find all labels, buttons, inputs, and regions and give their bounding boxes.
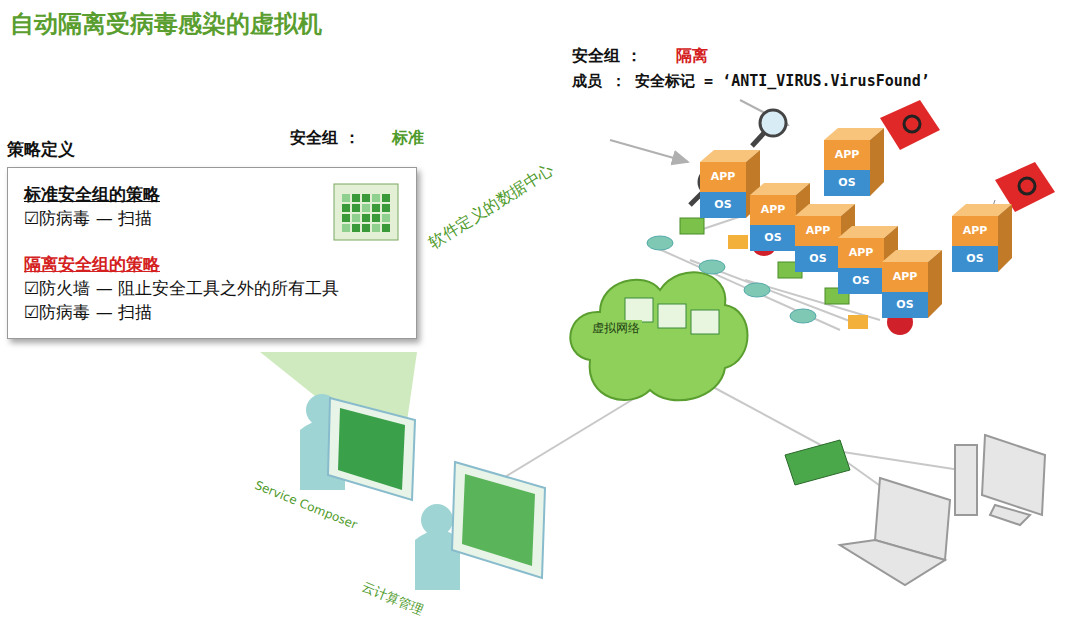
- icon-cell: [352, 214, 360, 222]
- vm-app: [952, 216, 998, 246]
- label: 安全组 ：: [290, 128, 360, 149]
- policy-icon: [330, 180, 402, 244]
- cloud-node: 虚拟网络: [560, 250, 755, 415]
- laptop: [840, 478, 950, 585]
- virus-tag: [872, 100, 1055, 215]
- label: 软件定义的数据中心: [425, 160, 558, 254]
- icon-cell: [362, 214, 370, 222]
- icon-cell: [342, 204, 350, 212]
- app-label: APP: [824, 148, 870, 161]
- cloud-label: 虚拟网络: [590, 320, 642, 337]
- cloud-outline: [570, 272, 747, 400]
- vm-app: [700, 162, 746, 192]
- os-label: OS: [750, 231, 796, 244]
- cloud-icon: [691, 310, 719, 334]
- policy-heading: 标准安全组的策略: [24, 182, 400, 206]
- app-label: APP: [952, 224, 998, 237]
- app-label: APP: [838, 246, 884, 259]
- vm-os: [882, 292, 928, 318]
- vm-box: APP OS: [795, 216, 841, 272]
- app-label: APP: [795, 224, 841, 237]
- os-label: OS: [824, 176, 870, 189]
- vm-app: [824, 140, 870, 170]
- vm-app: [882, 262, 928, 292]
- icon-frame: [334, 184, 398, 240]
- os-label: OS: [700, 198, 746, 211]
- vm-os: [700, 192, 746, 218]
- vm-app: [838, 238, 884, 268]
- app-label: APP: [700, 170, 746, 183]
- os-label: OS: [882, 298, 928, 311]
- policy-item: ☑防火墙 — 阻止安全工具之外的所有工具: [24, 276, 400, 300]
- icon-cell: [362, 194, 370, 202]
- vm-box: APP OS: [700, 162, 746, 218]
- label: 隔离: [676, 46, 708, 67]
- label: 标准: [392, 128, 424, 149]
- vm-box: APP OS: [952, 216, 998, 272]
- icon-cell: [372, 224, 380, 232]
- policy-heading: 隔离安全组的策略: [24, 252, 400, 276]
- vm-box: APP OS: [824, 140, 870, 196]
- vm-os: [824, 170, 870, 196]
- desktop: [955, 435, 1045, 525]
- icon-cell: [382, 224, 390, 232]
- os-label: OS: [795, 252, 841, 265]
- app-label: APP: [882, 270, 928, 283]
- policy-item: ☑防病毒 — 扫描: [24, 300, 400, 324]
- icon-cell: [382, 204, 390, 212]
- service-composer-monitor: [300, 394, 415, 500]
- vm-box: APP OS: [838, 238, 884, 294]
- icon-cell: [372, 204, 380, 212]
- icon-cell: [342, 224, 350, 232]
- vm-os: [795, 246, 841, 272]
- vm-app: [750, 195, 796, 225]
- os-label: OS: [952, 252, 998, 265]
- vm-box: APP OS: [750, 195, 796, 251]
- icon-cell: [342, 214, 350, 222]
- policy-box: 标准安全组的策略☑防病毒 — 扫描隔离安全组的策略☑防火墙 — 阻止安全工具之外…: [7, 167, 417, 339]
- title: 自动隔离受病毒感染的虚拟机: [10, 8, 322, 40]
- vm-app: [795, 216, 841, 246]
- icon-cell: [382, 194, 390, 202]
- vm-os: [750, 225, 796, 251]
- vm-side: [998, 204, 1012, 272]
- cloud-icon: [625, 298, 653, 322]
- wires: [500, 100, 960, 500]
- icon-cell: [352, 204, 360, 212]
- icon-cell: [362, 224, 370, 232]
- icon-cell: [372, 214, 380, 222]
- cloud-management-monitor: [415, 462, 545, 590]
- label: 安全组 ：: [572, 46, 642, 67]
- vm-box: APP OS: [882, 262, 928, 318]
- vm-os: [838, 268, 884, 294]
- policy-item: ☑防病毒 — 扫描: [24, 206, 400, 230]
- vm-os: [952, 246, 998, 272]
- icon-cell: [362, 204, 370, 212]
- os-label: OS: [838, 274, 884, 287]
- icon-cell: [352, 194, 360, 202]
- vm-side: [928, 250, 942, 318]
- label: 成员 ： 安全标记 = ‘ANTI_VIRUS.VirusFound’: [572, 72, 930, 91]
- icon-cell: [352, 224, 360, 232]
- icon-cell: [372, 194, 380, 202]
- icon-cell: [342, 194, 350, 202]
- cloud-icon: [658, 304, 686, 328]
- router-icon: [785, 440, 850, 485]
- icon-cell: [382, 214, 390, 222]
- app-label: APP: [750, 203, 796, 216]
- label: 策略定义: [7, 138, 75, 161]
- vm-side: [870, 128, 884, 196]
